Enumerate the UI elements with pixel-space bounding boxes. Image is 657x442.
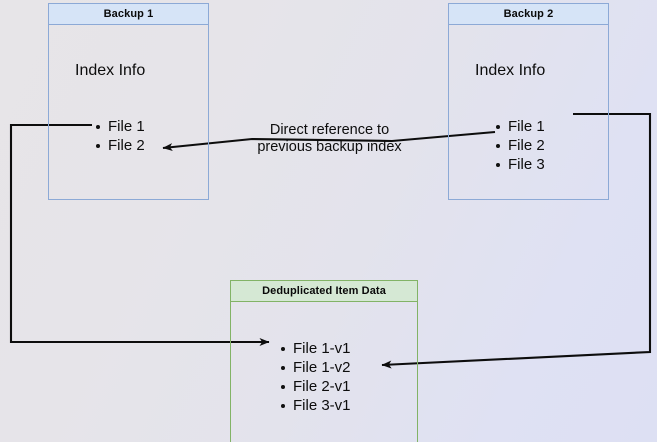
node-backup-1-body: Index Info File 1 File 2 (49, 25, 208, 199)
list-item: File 2 (95, 136, 145, 155)
node-deduplicated-item-data[interactable]: Deduplicated Item Data File 1-v1 File 1-… (230, 280, 418, 442)
backup-1-index-info-label: Index Info (75, 62, 146, 79)
edge-label-line-1: Direct reference to (269, 122, 390, 138)
list-item: File 3 (495, 155, 545, 174)
node-backup-2-header: Backup 2 (449, 4, 608, 25)
list-item: File 1-v1 (280, 339, 351, 358)
backup-2-index-info-label: Index Info (475, 62, 546, 79)
node-backup-2[interactable]: Backup 2 Index Info File 1 File 2 File 3 (448, 3, 609, 200)
node-backup-2-body: Index Info File 1 File 2 File 3 (449, 25, 608, 199)
list-item: File 1 (95, 117, 145, 136)
node-deduplicated-item-data-header: Deduplicated Item Data (231, 281, 417, 302)
list-item: File 2-v1 (280, 377, 351, 396)
node-backup-1[interactable]: Backup 1 Index Info File 1 File 2 (48, 3, 209, 200)
list-item: File 1-v2 (280, 358, 351, 377)
node-deduplicated-item-data-body: File 1-v1 File 1-v2 File 2-v1 File 3-v1 (231, 302, 417, 442)
node-backup-1-header: Backup 1 (49, 4, 208, 25)
dedup-file-list: File 1-v1 File 1-v2 File 2-v1 File 3-v1 (280, 339, 351, 415)
edge-label-line-2: previous backup index (257, 139, 402, 155)
list-item: File 1 (495, 117, 545, 136)
edge-label-direct-reference: Direct reference to previous backup inde… (247, 122, 412, 156)
list-item: File 2 (495, 136, 545, 155)
backup-2-file-list: File 1 File 2 File 3 (495, 117, 545, 174)
backup-1-file-list: File 1 File 2 (95, 117, 145, 155)
list-item: File 3-v1 (280, 396, 351, 415)
